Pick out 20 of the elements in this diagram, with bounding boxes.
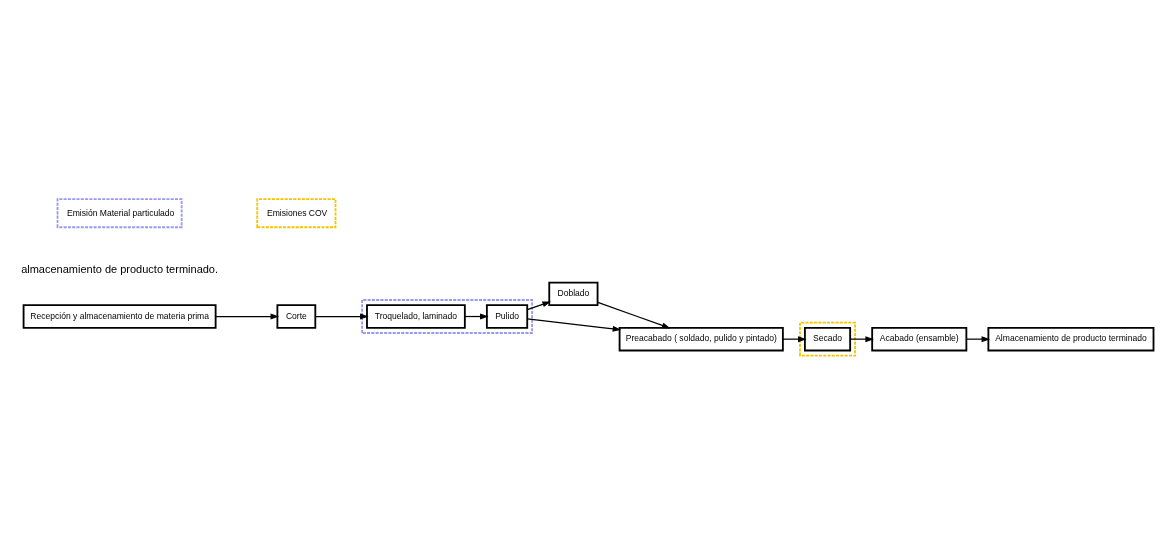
node-box: Doblado [548,281,599,306]
arrow [849,335,874,342]
node-box: Recepción y almacenamiento de materia prima [22,303,217,329]
node-box: Pulido [485,303,529,329]
node-box: Acabado (ensamble) [871,326,968,351]
legend-label: Emisión Material particulado [67,207,175,218]
arrow [782,335,807,342]
label: almacenamiento de producto terminado. [21,262,219,275]
arrow [526,300,551,310]
arrow [965,335,991,342]
legend-label: Emisiones COV [267,207,328,218]
node-box: Corte [276,303,317,329]
node-box: Secado [804,326,852,351]
node-box: Troquelado, laminado [366,303,466,329]
node-box: Almacenamiento de producto terminado [987,326,1155,351]
arrow [215,313,280,319]
arrow [526,317,622,332]
arrow [314,313,369,319]
node-box: Preacabado ( soldado, pulido y pintado) [618,326,784,351]
arrow [597,301,671,328]
